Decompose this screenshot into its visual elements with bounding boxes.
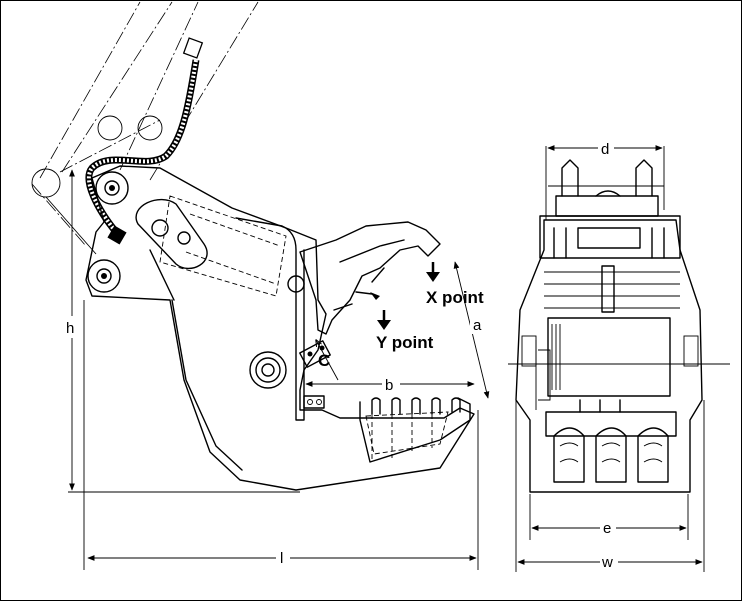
dim-w-label: w	[601, 554, 613, 571]
front-view: d e w	[508, 136, 730, 572]
upper-pins	[87, 171, 129, 293]
dim-a-label: a	[473, 317, 482, 334]
side-pins	[508, 335, 730, 410]
crusher-body	[85, 165, 475, 491]
dim-e-label: e	[603, 520, 611, 537]
dim-w: w	[517, 550, 703, 572]
front-slats	[544, 265, 680, 397]
cylinder-block	[135, 195, 305, 421]
front-teeth	[545, 399, 677, 483]
front-body	[515, 219, 703, 493]
x-point-marker: X point	[426, 262, 484, 307]
c-bracket	[299, 340, 331, 409]
dim-l-label: l	[280, 550, 283, 567]
dim-e: e	[531, 516, 687, 538]
excavator-arm-outline	[31, 1, 259, 255]
top-bracket	[548, 159, 664, 217]
dim-a: a	[453, 261, 490, 399]
dim-b-label: b	[385, 377, 393, 394]
upper-jaw	[299, 221, 441, 335]
dim-d-label: d	[601, 141, 609, 158]
lower-pivot	[249, 351, 287, 389]
y-point-marker: Y point	[376, 310, 434, 352]
y-point-label: Y point	[376, 333, 434, 352]
lower-jaw	[359, 397, 471, 463]
dim-d: d	[547, 136, 663, 158]
side-view: h a b C l X point	[31, 1, 490, 570]
dim-c-label: C	[318, 351, 330, 370]
dim-h-label: h	[66, 320, 74, 337]
hydraulic-hose	[85, 37, 204, 245]
dim-b: b	[305, 372, 475, 394]
dim-l: l	[87, 546, 477, 568]
dim-h: h	[62, 169, 82, 491]
dim-c: C	[316, 340, 339, 381]
x-point-label: X point	[426, 288, 484, 307]
